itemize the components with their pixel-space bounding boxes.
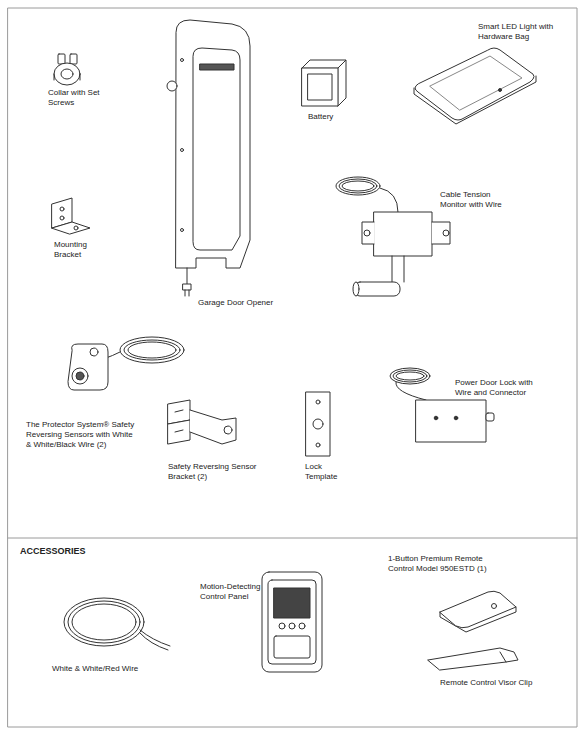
wire-coil-drawing [64, 598, 170, 650]
part-label: Garage Door Opener [198, 298, 273, 308]
sensor-bracket-drawing [168, 400, 236, 444]
part-label: Lock Template [305, 462, 345, 482]
part-label: Battery [308, 112, 333, 122]
part-label: 1-Button Premium Remote Control Model 95… [388, 554, 488, 574]
part-label: Motion-Detecting Control Panel [200, 582, 270, 602]
part-label: Remote Control Visor Clip [440, 678, 532, 688]
part-label: Safety Reversing Sensor Bracket (2) [168, 462, 264, 482]
opener-drawing [167, 20, 250, 296]
part-label: Smart LED Light with Hardware Bag [478, 22, 556, 42]
part-label: The Protector System® Safety Reversing S… [26, 420, 140, 450]
tension-monitor-drawing [336, 177, 450, 296]
visor-clip-drawing [428, 648, 518, 670]
page-frame [8, 8, 577, 727]
part-label: White & White/Red Wire [52, 664, 138, 674]
sensor-drawing [68, 337, 184, 390]
mounting-bracket-drawing [52, 198, 90, 234]
section-heading: ACCESSORIES [20, 546, 86, 557]
control-panel-drawing [262, 572, 322, 672]
remote-drawing [440, 591, 516, 632]
part-label: Collar with Set Screws [48, 88, 100, 108]
part-label: Power Door Lock with Wire and Connector [455, 378, 545, 398]
led-light-drawing [414, 48, 536, 124]
lock-template-drawing [306, 392, 330, 456]
part-label: Mounting Bracket [54, 240, 98, 260]
collar-drawing [54, 54, 80, 85]
part-label: Cable Tension Monitor with Wire [440, 190, 512, 210]
battery-drawing [302, 60, 346, 106]
